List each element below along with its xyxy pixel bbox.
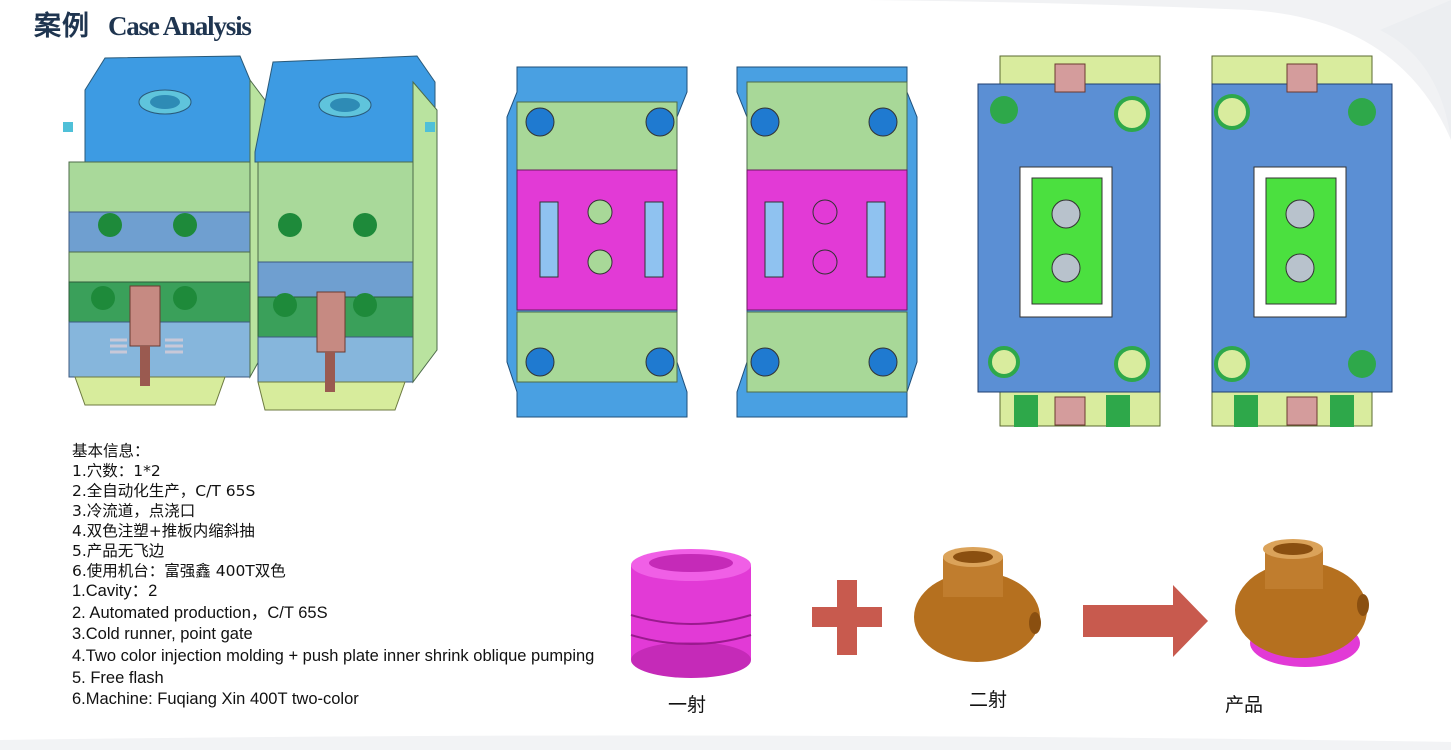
info-cn-line: 1.穴数：1*2	[72, 462, 161, 480]
ejector-view-right	[1211, 55, 1393, 427]
final-product	[1235, 539, 1369, 667]
caption-first-shot: 一射	[668, 694, 707, 716]
caption-second-shot: 二射	[969, 689, 1008, 711]
page-title: 案例 Case Analysis	[34, 4, 252, 44]
right-arrow	[1083, 585, 1208, 657]
info-cn-line: 2.全自动化生产，C/T 65S	[72, 482, 256, 500]
info-cn-line: 6.使用机台：富强鑫 400T双色	[72, 562, 286, 580]
mold-isometric-figure	[63, 55, 438, 411]
basic-info: 基本信息： 1.穴数：1*2 2.全自动化生产，C/T 65S 3.冷流道，点浇…	[72, 441, 632, 711]
info-en-line: 4.Two color injection molding + push pla…	[72, 647, 595, 666]
info-en-line: 5. Free flash	[72, 668, 164, 687]
info-heading: 基本信息：	[72, 442, 150, 460]
plate-view-green	[736, 66, 918, 418]
info-cn-line: 3.冷流道，点浇口	[72, 502, 196, 520]
info-cn-line: 5.产品无飞边	[72, 542, 165, 560]
info-cn-line: 4.双色注塑+推板内缩斜抽	[72, 522, 255, 540]
mold-right-3d	[254, 55, 438, 411]
info-en-line: 6.Machine: Fuqiang Xin 400T two-color	[72, 690, 359, 709]
ejector-view-left	[977, 55, 1161, 427]
plate-view-blue	[506, 66, 688, 418]
mold-ejector-side-views	[977, 55, 1393, 427]
caption-product: 产品	[1225, 694, 1264, 716]
first-shot-part	[630, 549, 752, 678]
process-diagram	[630, 539, 1369, 678]
info-en-line: 3.Cold runner, point gate	[72, 625, 253, 644]
title-chinese: 案例	[34, 11, 90, 42]
mold-plate-top-views	[506, 66, 918, 418]
info-en-line: 2. Automated production，C/T 65S	[72, 603, 328, 622]
title-english: Case Analysis	[108, 11, 252, 41]
info-en-line: 1.Cavity：2	[72, 582, 158, 600]
plus-sign	[812, 580, 882, 655]
second-shot-part	[914, 547, 1041, 662]
mold-left-3d	[63, 55, 266, 406]
